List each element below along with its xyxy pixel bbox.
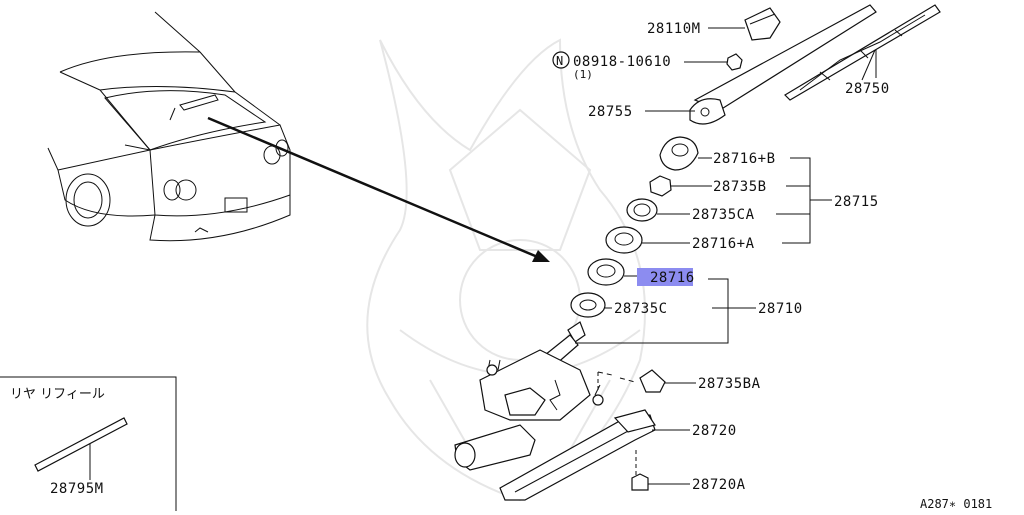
label-nut-qty: (1) xyxy=(573,68,593,81)
label-blade: 28750 xyxy=(845,81,890,97)
label-seal-a: 28716+A xyxy=(692,236,755,252)
label-grommet: 28716 xyxy=(650,270,695,286)
wiper-arm xyxy=(689,4,877,125)
wiper-blade xyxy=(784,4,941,101)
cap-part xyxy=(744,7,781,41)
label-bolt: 28720A xyxy=(692,477,746,493)
nut-part xyxy=(726,53,743,71)
label-refill-title: リヤ リフィール xyxy=(10,387,105,402)
grommet-part xyxy=(587,258,625,286)
label-cap: 28110M xyxy=(647,21,701,37)
bracket-part xyxy=(499,409,656,501)
label-kit: 28715 xyxy=(834,194,879,210)
leader-lines xyxy=(89,27,877,485)
label-washer-ca: 28735CA xyxy=(692,207,755,223)
seal-a-part xyxy=(605,226,643,254)
label-nut-code: 08918-10610 xyxy=(573,54,671,70)
watermark-emblem xyxy=(366,38,646,502)
location-arrow xyxy=(207,116,550,262)
label-seal-b: 28716+B xyxy=(713,151,776,167)
label-refill: 28795M xyxy=(50,481,104,497)
label-nut-b: 28735B xyxy=(713,179,767,195)
svg-text:N: N xyxy=(556,54,563,68)
motor-assembly xyxy=(454,321,604,471)
nut-b-part xyxy=(649,175,672,197)
selected-part-highlight xyxy=(637,268,693,286)
bracket-nut-part xyxy=(597,369,666,393)
label-washer-c: 28735C xyxy=(614,301,668,317)
label-bracket-nut: 28735BA xyxy=(698,376,761,392)
n-marker-icon: N xyxy=(552,51,570,69)
label-bracket: 28720 xyxy=(692,423,737,439)
reference-code: A287∗ 0181 xyxy=(920,497,992,511)
car-illustration xyxy=(47,11,291,242)
washer-ca-part xyxy=(626,198,658,222)
bolt-part xyxy=(631,450,649,491)
label-motor: 28710 xyxy=(758,301,803,317)
washer-c-part xyxy=(570,292,606,318)
refill-inset: リヤ リフィール 28795M xyxy=(0,376,177,511)
label-arm: 28755 xyxy=(588,104,633,120)
seal-b-part xyxy=(659,136,699,171)
